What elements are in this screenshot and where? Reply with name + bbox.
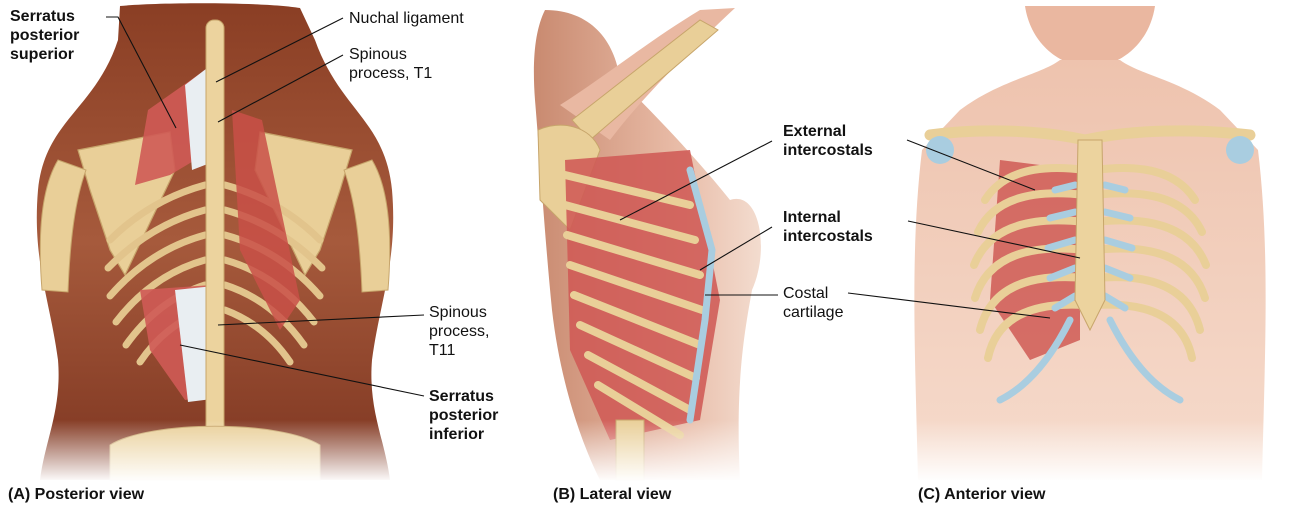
label-spinous-process-t1: Spinous process, T1 — [349, 45, 432, 83]
caption-anterior-view: (C) Anterior view — [918, 486, 1045, 504]
label-costal-cartilage: Costal cartilage — [783, 284, 843, 322]
label-line: cartilage — [783, 303, 843, 322]
label-line: Costal — [783, 284, 843, 303]
posterior-panel-figure — [37, 3, 393, 480]
label-line: Spinous — [349, 45, 432, 64]
label-line: External — [783, 122, 873, 141]
lateral-panel-figure — [534, 8, 761, 480]
vertebral-column — [206, 20, 224, 450]
head-chin — [1025, 6, 1155, 68]
label-line: posterior — [429, 406, 498, 425]
caption-lateral-view: (B) Lateral view — [553, 486, 671, 504]
label-line: posterior — [10, 26, 79, 45]
label-line: superior — [10, 45, 79, 64]
anterior-panel-figure — [914, 6, 1265, 480]
label-line: process, — [429, 322, 489, 341]
label-spinous-process-t11: Spinous process, T11 — [429, 303, 489, 360]
sternum — [1075, 140, 1105, 330]
label-line: process, T1 — [349, 64, 432, 83]
shoulder-joint-left — [926, 136, 954, 164]
label-serratus-posterior-superior: Serratus posterior superior — [10, 7, 79, 64]
label-line: Serratus — [429, 387, 498, 406]
label-line: inferior — [429, 425, 498, 444]
label-line: Serratus — [10, 7, 79, 26]
label-nuchal-ligament: Nuchal ligament — [349, 9, 464, 28]
caption-posterior-view: (A) Posterior view — [8, 486, 144, 504]
label-line: Internal — [783, 208, 873, 227]
shoulder-joint-right — [1226, 136, 1254, 164]
label-internal-intercostals: Internal intercostals — [783, 208, 873, 246]
label-external-intercostals: External intercostals — [783, 122, 873, 160]
label-line: T11 — [429, 341, 489, 360]
label-line: intercostals — [783, 141, 873, 160]
label-line: intercostals — [783, 227, 873, 246]
label-line: Spinous — [429, 303, 489, 322]
label-serratus-posterior-inferior: Serratus posterior inferior — [429, 387, 498, 444]
